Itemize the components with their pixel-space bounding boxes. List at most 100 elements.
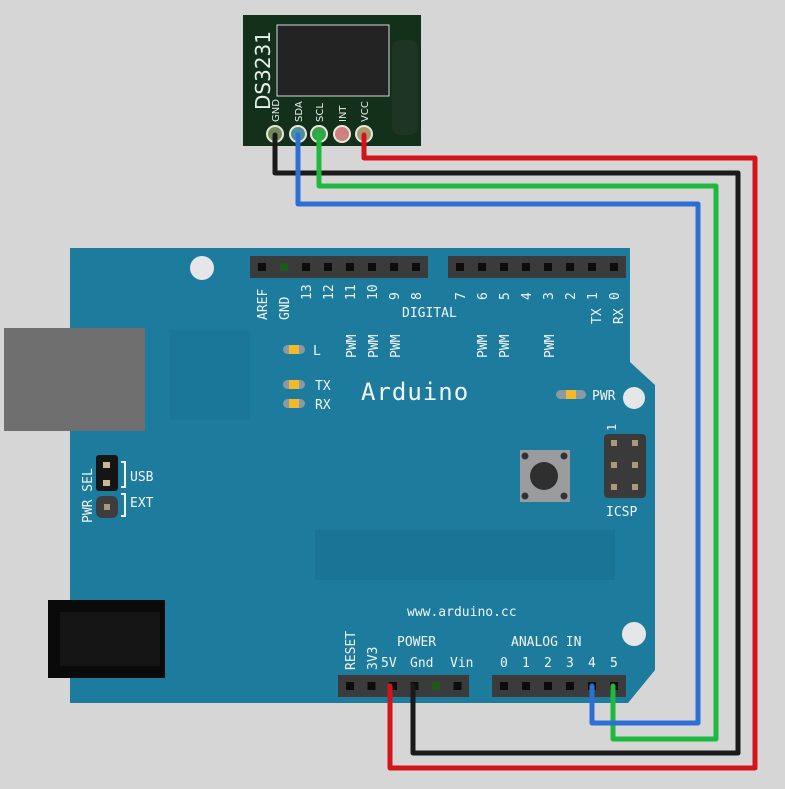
led-l-label: L (313, 344, 321, 359)
pwm-label: PWM (543, 334, 558, 358)
ext-label: EXT (130, 496, 154, 511)
pwm-label: PWM (498, 334, 513, 358)
rtc-chip (276, 24, 390, 97)
dc-jack-inner (60, 612, 160, 666)
pwm-label: PWM (476, 334, 491, 358)
analog-pin-label: 3 (566, 656, 574, 671)
reset-button[interactable] (520, 450, 570, 502)
pin-label: 12 (322, 284, 337, 300)
mounting-hole (622, 622, 646, 646)
board-trace-area (315, 530, 615, 580)
pin-label: 11 (344, 284, 359, 300)
pin-label: 7 (454, 292, 469, 300)
pin-label: 3 (542, 292, 557, 300)
header-pin[interactable] (367, 682, 376, 690)
analog-pin-label: 5 (610, 656, 618, 671)
pin-label: 0 (608, 292, 623, 300)
pwr-sel-label: PWR SEL (81, 468, 96, 523)
pin-label: 5 (498, 292, 513, 300)
5v-pin-label: 5V (381, 656, 397, 671)
header-pin[interactable] (566, 263, 574, 271)
header-pin[interactable] (432, 682, 440, 690)
module-pin-label: SCL (315, 103, 326, 122)
led-tx: TX (283, 379, 331, 394)
header-pin[interactable] (390, 263, 398, 271)
header-pin[interactable] (346, 682, 354, 690)
gnd-pin-label: Gnd (410, 656, 433, 671)
digital-header-right[interactable] (448, 256, 626, 278)
led-pwr: PWR (556, 389, 616, 404)
analog-pin-label: 2 (544, 656, 552, 671)
header-pin[interactable] (610, 263, 618, 271)
ds3231-module: DS3231 (243, 15, 421, 146)
board-trace-area (170, 330, 250, 420)
pin-label: 8 (410, 292, 425, 300)
header-pin[interactable] (478, 263, 486, 271)
pin-label: AREF (256, 289, 271, 320)
pin-label: 1 (586, 292, 601, 300)
header-pin[interactable] (368, 263, 376, 271)
url-label: www.arduino.cc (407, 605, 517, 620)
bracket-mark (121, 461, 126, 517)
icsp-label: ICSP (606, 505, 637, 520)
pwm-label: PWM (367, 334, 382, 358)
header-pin[interactable] (324, 263, 332, 271)
header-pin[interactable] (544, 263, 552, 271)
module-pin-int[interactable] (333, 125, 351, 143)
wire-scl-a5[interactable] (316, 132, 719, 742)
header-pin[interactable] (258, 263, 266, 271)
rx-pin-label: RX (612, 308, 627, 324)
battery-outline (392, 40, 418, 135)
reset-button-cap[interactable] (530, 462, 558, 490)
arduino-board (70, 248, 655, 703)
pin-label: 13 (300, 284, 315, 300)
analog-pin-label: 1 (522, 656, 530, 671)
led-rx-label: RX (315, 398, 331, 413)
power-header[interactable] (338, 675, 469, 697)
header-pin[interactable] (522, 263, 530, 271)
header-pin[interactable] (453, 682, 462, 690)
3v3-pin-label: 3V3 (366, 647, 381, 670)
analog-pin-label: 0 (500, 656, 508, 671)
module-name: DS3231 (251, 31, 275, 110)
usb-connector (4, 328, 145, 431)
led-rx: RX (283, 398, 331, 413)
wire-gnd-gnd[interactable] (272, 132, 741, 756)
digital-header-left[interactable] (250, 256, 428, 278)
wire-vcc-5v[interactable] (361, 132, 758, 771)
pin-label: 10 (366, 284, 381, 300)
mounting-hole (190, 664, 214, 688)
mounting-hole (623, 387, 645, 409)
header-pin[interactable] (412, 263, 420, 271)
pin-label: 2 (564, 292, 579, 300)
header-pin[interactable] (566, 682, 574, 690)
power-select-jumper[interactable] (96, 455, 118, 518)
header-pin[interactable] (500, 263, 508, 271)
module-pin-label: GND (271, 99, 282, 122)
header-pin[interactable] (544, 682, 552, 690)
icsp-pin1-label: 1 (605, 424, 619, 431)
pin-label: GND (278, 296, 293, 320)
header-pin[interactable] (500, 682, 508, 690)
module-pin-label: SDA (294, 101, 305, 122)
digital-label: DIGITAL (402, 306, 457, 321)
pwm-label: PWM (345, 334, 360, 358)
vin-pin-label: Vin (450, 656, 473, 671)
header-pin[interactable] (346, 263, 354, 271)
header-pin[interactable] (302, 263, 310, 271)
header-pin[interactable] (280, 263, 288, 271)
pin-label: 9 (388, 292, 403, 300)
arduino-logo: Arduino (361, 378, 469, 406)
led-pwr-label: PWR (592, 389, 616, 404)
icsp-header[interactable] (604, 434, 646, 498)
module-pin-label: INT (338, 105, 349, 122)
led-tx-label: TX (315, 379, 331, 394)
wire-sda-a4[interactable] (295, 132, 701, 726)
analog-header[interactable] (492, 675, 626, 697)
header-pin[interactable] (588, 263, 596, 271)
header-pin[interactable] (389, 682, 397, 690)
reset-pin-label: RESET (344, 631, 359, 670)
header-pin[interactable] (456, 263, 464, 271)
header-pin[interactable] (522, 682, 530, 690)
